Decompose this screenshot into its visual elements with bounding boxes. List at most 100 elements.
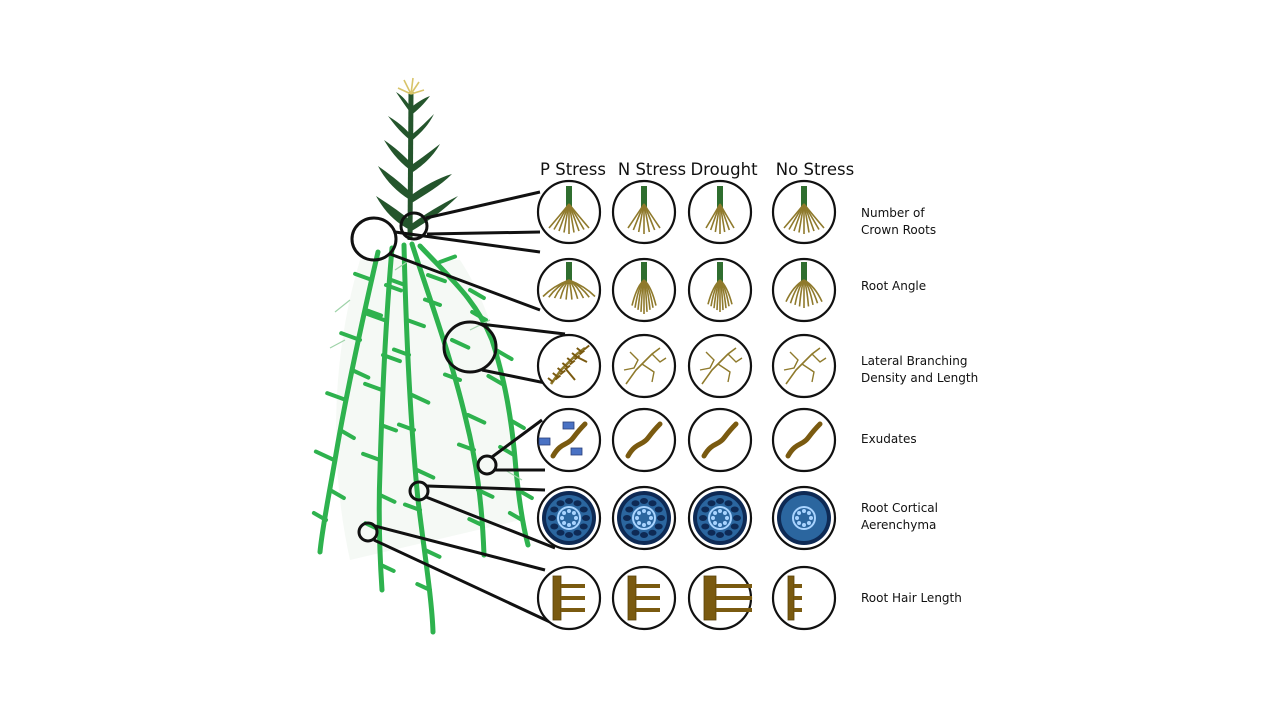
aerenchyma-lacuna — [640, 498, 648, 504]
aerenchyma-lacuna — [550, 506, 559, 513]
lateral-root — [476, 488, 495, 499]
crown-root — [568, 203, 590, 229]
xylem — [574, 516, 578, 520]
maize-leaf — [410, 96, 430, 116]
lateral-root — [311, 511, 328, 522]
lateral-root — [410, 393, 431, 405]
callout-line — [426, 484, 546, 492]
trait-panel — [687, 565, 753, 631]
aerenchyma-lacuna — [724, 500, 733, 507]
lateral — [811, 353, 827, 363]
lateral-root — [313, 449, 336, 462]
lateral-root — [396, 422, 416, 432]
xylem — [562, 520, 567, 525]
exudate — [538, 437, 551, 446]
lateral-root — [405, 318, 426, 329]
lateral — [569, 359, 576, 366]
lateral-root — [467, 517, 484, 527]
maize-leaf — [376, 196, 410, 230]
column-header-no-stress: No Stress — [775, 160, 855, 179]
aerenchyma-lacuna — [707, 500, 716, 507]
xylem — [637, 520, 642, 525]
column-header-drought: Drought — [690, 160, 758, 179]
lateral-root — [415, 468, 436, 480]
trait-panel — [771, 179, 837, 245]
lateral — [578, 349, 586, 356]
root-hair — [636, 584, 660, 588]
aerenchyma-lacuna — [648, 529, 657, 536]
callout-line — [394, 230, 541, 254]
lateral — [801, 363, 815, 383]
zoom-circle-crown — [399, 211, 429, 241]
xylem — [795, 516, 799, 520]
callout-line — [374, 524, 546, 572]
crown-root — [376, 245, 395, 593]
lateral-root — [450, 338, 471, 350]
xylem — [725, 516, 729, 520]
trait-panel — [687, 179, 753, 245]
root-hair — [716, 596, 752, 600]
lateral-root — [381, 353, 402, 364]
row-label-crown-roots: Number of Crown Roots — [861, 206, 937, 237]
aerenchyma-lacuna — [657, 515, 665, 521]
lateral-root — [422, 297, 442, 307]
root-hair — [716, 584, 752, 588]
aerenchyma-lacuna — [640, 532, 648, 538]
row-label-root-hair: Root Hair Length — [861, 591, 962, 605]
lateral-root — [426, 273, 447, 284]
trait-panel — [536, 407, 602, 473]
root-axis — [627, 575, 637, 621]
lateral-root — [364, 308, 384, 318]
aerenchyma-lacuna — [648, 500, 657, 507]
lateral-root — [466, 413, 487, 425]
lateral-root — [438, 254, 458, 264]
lateral-root — [456, 442, 476, 452]
root-hair — [561, 596, 585, 600]
callout-line — [491, 418, 543, 459]
lateral-root — [423, 548, 442, 559]
xylem — [809, 516, 813, 520]
crown-root — [719, 203, 735, 229]
trait-panel — [536, 565, 602, 631]
crown-root — [409, 241, 487, 558]
xylem — [806, 520, 811, 525]
aerenchyma-lacuna — [733, 515, 741, 521]
lateral-root — [507, 511, 524, 522]
fine-root — [334, 299, 351, 313]
stele — [557, 506, 581, 530]
xylem — [802, 523, 806, 527]
panel-circle — [536, 257, 602, 323]
callout-line — [426, 230, 541, 236]
aerenchyma-lacuna — [730, 523, 739, 530]
xylem — [718, 509, 722, 513]
aerenchyma-lacuna — [550, 523, 559, 530]
maize-tassel — [410, 81, 420, 95]
zoom-circle-aerenchyma — [408, 480, 430, 502]
stem — [801, 186, 807, 208]
aerenchyma-lacuna — [631, 529, 640, 536]
trait-panel — [687, 257, 753, 323]
lateral-root — [468, 288, 486, 300]
stem — [641, 186, 647, 208]
lateral — [547, 377, 554, 383]
lateral — [566, 357, 573, 363]
fine-root — [504, 469, 523, 481]
maize-leaf — [410, 144, 440, 174]
lateral — [623, 351, 639, 371]
xylem — [637, 511, 642, 516]
aerenchyma-lacuna — [724, 529, 733, 536]
lateral-root — [365, 311, 386, 322]
trait-panel — [611, 485, 677, 551]
xylem — [642, 509, 646, 513]
xylem — [635, 516, 639, 520]
trait-panel — [611, 407, 677, 473]
aerenchyma-lacuna — [631, 500, 640, 507]
lateral-root — [494, 348, 514, 361]
trait-panel — [611, 257, 677, 323]
root-hair — [794, 584, 802, 588]
lateral-root — [387, 277, 407, 287]
maize-shoot — [376, 77, 458, 241]
crown-root — [568, 279, 596, 298]
root-hair — [636, 608, 660, 612]
xylem — [797, 511, 802, 516]
